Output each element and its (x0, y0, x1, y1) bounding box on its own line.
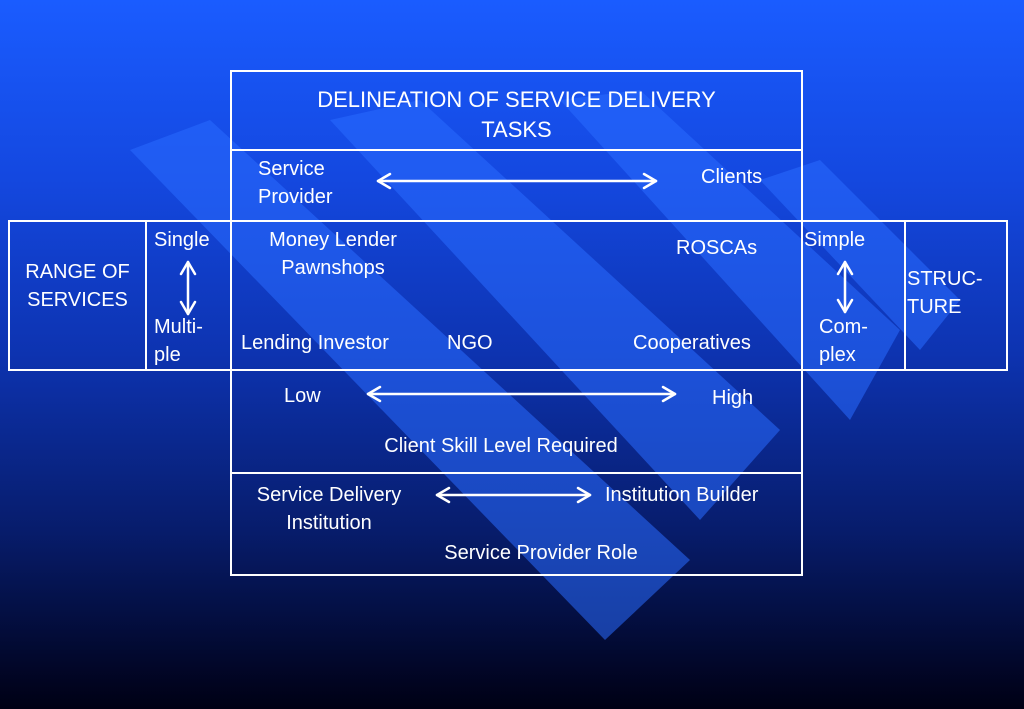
role-box (230, 472, 803, 576)
double-arrow-low-high (366, 385, 677, 403)
title-line-1: DELINEATION OF SERVICE DELIVERY (317, 87, 716, 112)
service-provider-role-caption: Service Provider Role (444, 542, 638, 564)
simple-label: Simple (804, 229, 866, 251)
structure-label-2: TURE (907, 296, 962, 318)
complex-label-2: plex (819, 344, 856, 366)
cooperatives-label: Cooperatives (633, 332, 751, 354)
background-stripe (560, 90, 900, 420)
service-delivery-label-2: Institution (286, 512, 372, 534)
service-provider-label-2: Provider (258, 186, 333, 208)
money-lender-label: Money Lender (269, 229, 397, 251)
institution-builder-label: Institution Builder (605, 484, 759, 506)
double-arrow-single-multiple (179, 260, 197, 316)
service-delivery-label-1: Service Delivery (256, 484, 402, 506)
client-skill-caption: Client Skill Level Required (384, 435, 618, 457)
lending-investor-label: Lending Investor (241, 332, 389, 354)
double-arrow-provider-clients (376, 172, 658, 190)
double-arrow-simple-complex (836, 260, 854, 314)
clients-label: Clients (701, 166, 763, 188)
service-provider-label-1: Service (258, 158, 325, 180)
title-line-2: TASKS (481, 117, 552, 142)
background-stripe (130, 120, 690, 640)
ngo-label: NGO (447, 332, 493, 354)
background-stripe (760, 160, 960, 350)
single-label: Single (154, 229, 210, 251)
structure-label-1: STRUC- (907, 268, 983, 290)
double-arrow-role (435, 486, 592, 504)
multiple-label-2: ple (154, 344, 181, 366)
range-of-services-label-1: RANGE OF (25, 261, 130, 283)
roscas-label: ROSCAs (676, 237, 758, 259)
structure-label-box (904, 220, 1008, 371)
high-label: High (712, 387, 754, 409)
background-stripe (330, 100, 780, 520)
multiple-label-1: Multi- (154, 316, 203, 338)
low-label: Low (284, 385, 321, 407)
range-of-services-label-2: SERVICES (27, 289, 128, 311)
pawnshops-label: Pawnshops (281, 257, 385, 279)
complex-label-1: Com- (819, 316, 868, 338)
